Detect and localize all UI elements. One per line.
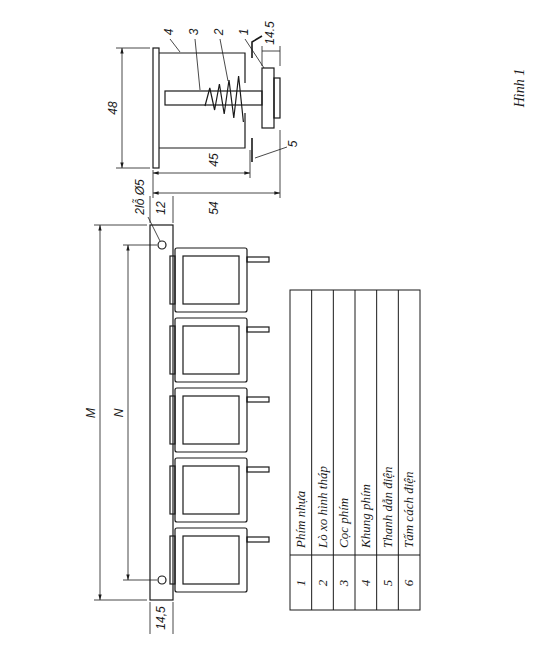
parts-table-part-part <box>355 290 356 610</box>
key-row <box>170 248 269 592</box>
dimension-lines-part <box>153 173 250 174</box>
key-unit <box>170 248 269 312</box>
frame-top-plate <box>153 48 159 168</box>
mount-hole <box>158 241 166 249</box>
key-frame <box>159 53 245 148</box>
parts-table-part-part <box>376 290 377 610</box>
dimension-label: 54 <box>208 200 221 215</box>
dimension-lines-part <box>116 168 150 169</box>
dimension-lines-part <box>100 225 101 600</box>
dimension-lines-part <box>220 39 228 81</box>
dimension-lines-part <box>153 170 154 198</box>
key-unit-part <box>170 396 175 444</box>
key-unit-part <box>170 466 175 514</box>
front-view <box>150 225 269 600</box>
key-unit <box>170 388 269 452</box>
dimension-lines-part <box>262 51 280 52</box>
callout-number: 4 <box>163 28 176 37</box>
parts-table-part <box>290 290 420 610</box>
dimension-lines-part <box>116 48 150 49</box>
mount-hole <box>158 576 166 584</box>
key-unit-part <box>183 256 239 304</box>
dimension-label: M <box>85 407 98 419</box>
key-unit-part <box>170 326 175 374</box>
dimension-label: 12 <box>155 200 168 215</box>
key-unit-part <box>170 536 175 584</box>
plastic-key-cap <box>274 78 280 118</box>
plastic-key <box>262 68 274 128</box>
callout-number: 5 <box>287 140 300 149</box>
table-cell-name: Cọc phím <box>337 498 351 548</box>
dimension-lines-part <box>245 39 264 68</box>
dimension-lines-part <box>173 196 174 223</box>
key-unit-part <box>183 536 239 584</box>
dimension-lines-part <box>250 150 251 178</box>
table-cell-number: 4 <box>359 580 373 587</box>
dimension-lines-part <box>262 46 263 66</box>
dimension-lines-part <box>255 147 287 158</box>
dimension-lines-part <box>150 196 151 223</box>
dimension-label: 14.5 <box>264 20 277 45</box>
dimension-lines-part <box>122 48 123 168</box>
table-cell-number: 1 <box>294 580 308 587</box>
dimension-lines-part <box>153 193 280 194</box>
figure-caption: Hình 1 <box>512 69 527 108</box>
key-unit <box>170 528 269 592</box>
table-cell-number: 2 <box>315 580 329 587</box>
dimension-label: 14,5 <box>155 605 168 630</box>
key-unit <box>170 458 269 522</box>
dimension-lines-part <box>280 46 281 66</box>
callout-number: 3 <box>188 28 201 37</box>
key-unit-part <box>247 397 269 402</box>
dimension-lines-part <box>150 602 151 634</box>
key-unit-part <box>170 256 175 304</box>
parts-table <box>290 290 420 610</box>
table-cell-number: 6 <box>402 580 416 587</box>
key-unit-part <box>247 537 269 542</box>
key-unit-part <box>247 327 269 332</box>
dimension-label: N <box>113 408 126 419</box>
key-unit-part <box>175 528 247 592</box>
key-unit-part <box>183 466 239 514</box>
key-unit <box>170 318 269 382</box>
parts-table-part <box>312 290 399 610</box>
table-cell-name: Khung phím <box>359 484 373 548</box>
conductor-strip <box>252 36 262 162</box>
callout-number: 2 <box>213 28 226 37</box>
dimension-label: 48 <box>107 100 120 115</box>
dimension-lines <box>94 39 287 634</box>
dimension-lines-part <box>94 600 147 601</box>
key-unit-part <box>175 248 247 312</box>
parts-table-part-part <box>333 290 334 610</box>
parts-table-part-part <box>398 290 399 610</box>
parts-table-part-part <box>311 290 312 610</box>
tower-spring <box>205 76 243 122</box>
dimension-lines-part <box>173 602 174 634</box>
key-unit-part <box>183 396 239 444</box>
key-unit-part <box>175 388 247 452</box>
table-cell-name: Lò xo hình tháp <box>315 466 329 548</box>
dimension-label: 45 <box>208 152 221 167</box>
key-unit-part <box>175 458 247 522</box>
hole-note: 2lỗ Ø5 <box>134 178 147 215</box>
dimension-lines-part <box>94 225 147 226</box>
key-unit-part <box>247 257 269 262</box>
callout-number: 1 <box>238 28 251 37</box>
dimension-lines-part <box>195 39 200 90</box>
table-cell-name: Thanh dẫn điện <box>380 466 394 548</box>
key-unit-part <box>247 467 269 472</box>
table-cell-name: Phím nhựa <box>294 491 308 548</box>
side-view <box>153 36 280 168</box>
dimension-lines-part <box>128 245 129 580</box>
key-unit-part <box>175 318 247 382</box>
dimension-lines-part <box>280 130 281 198</box>
table-cell-number: 5 <box>380 580 394 587</box>
table-cell-name: Tấm cách điện <box>402 471 416 548</box>
dimension-lines-part <box>170 39 180 52</box>
key-unit-part <box>183 326 239 374</box>
table-cell-number: 3 <box>337 580 351 587</box>
